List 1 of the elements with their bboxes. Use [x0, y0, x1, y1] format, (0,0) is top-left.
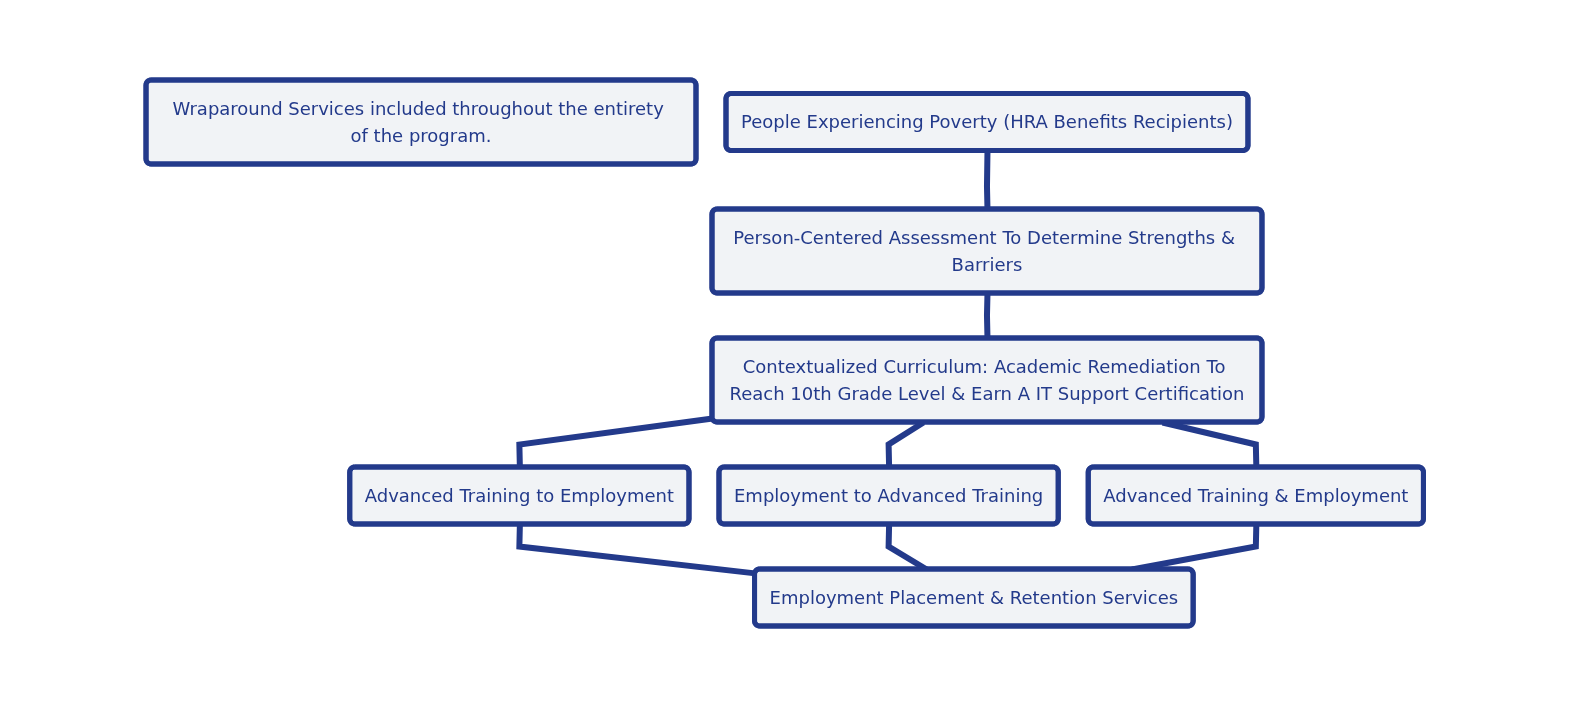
connector [516, 523, 756, 576]
